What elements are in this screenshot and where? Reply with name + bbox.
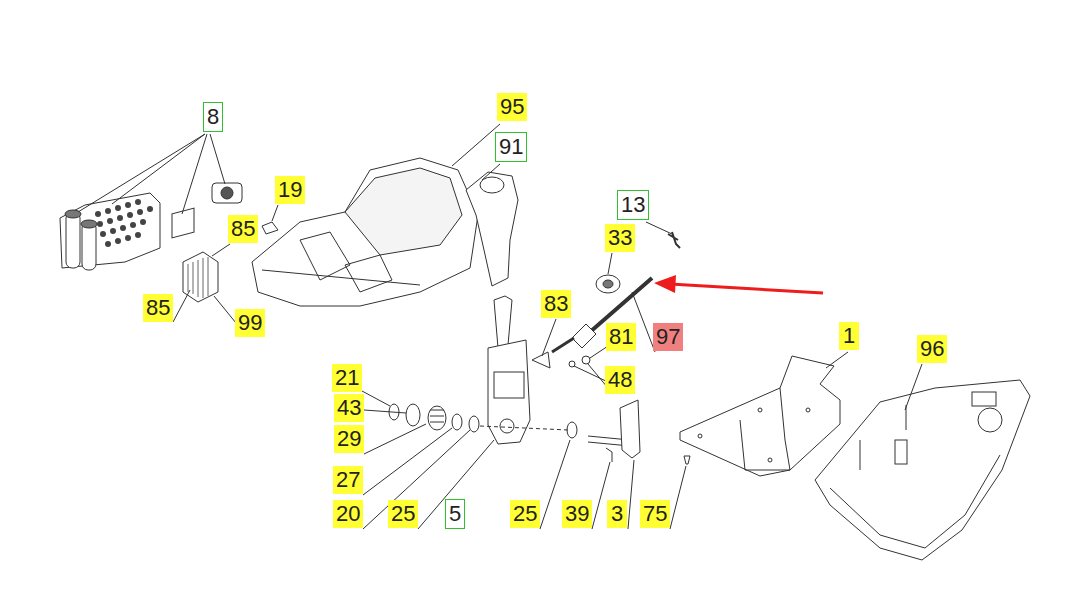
leader-lines xyxy=(78,124,922,529)
callout-number: 33 xyxy=(608,225,632,250)
callout-number: 99 xyxy=(238,310,262,335)
callout-box: 13 xyxy=(617,190,649,220)
callout-number: 96 xyxy=(920,336,944,361)
base-housing xyxy=(815,380,1030,560)
callout-number: 13 xyxy=(621,192,645,217)
callout-box: 5 xyxy=(445,499,465,529)
washer-stack xyxy=(389,404,577,438)
callout-box: 43 xyxy=(334,394,364,422)
callout-box: 21 xyxy=(332,364,362,392)
callout-number: 20 xyxy=(336,501,360,526)
callout-box: 25 xyxy=(388,500,418,528)
pointer-arrow xyxy=(654,275,823,293)
lever-assembly xyxy=(488,296,530,444)
joystick-grip xyxy=(466,172,518,286)
callout-box: 33 xyxy=(605,224,635,252)
callout-box: 20 xyxy=(333,500,363,528)
callout-number: 25 xyxy=(513,501,537,526)
callout-box: 19 xyxy=(275,176,305,204)
callout-number: 1 xyxy=(843,323,855,348)
callout-box: 1 xyxy=(839,322,859,350)
callout-number: 19 xyxy=(278,177,302,202)
callout-box: 29 xyxy=(334,425,364,453)
callout-box: 8 xyxy=(203,102,223,132)
mount-bracket xyxy=(680,356,840,476)
callout-box: 91 xyxy=(495,132,527,162)
screw xyxy=(684,456,690,464)
clip-part xyxy=(262,222,278,234)
seat-shell xyxy=(252,158,478,306)
pin xyxy=(532,352,550,368)
callout-number: 43 xyxy=(337,395,361,420)
callout-box: 83 xyxy=(541,290,571,318)
callout-number: 81 xyxy=(609,324,633,349)
plate-part xyxy=(620,400,640,458)
grommet-hole xyxy=(603,280,613,288)
callout-box: 39 xyxy=(562,500,592,528)
callout-number: 85 xyxy=(231,216,255,241)
callout-number: 3 xyxy=(611,501,623,526)
callout-box: 85 xyxy=(143,294,173,322)
screw xyxy=(606,448,612,462)
callout-number: 39 xyxy=(565,501,589,526)
callout-box: 27 xyxy=(333,466,363,494)
callout-box: 97 xyxy=(653,323,683,351)
callout-box: 3 xyxy=(607,500,627,528)
callout-number: 29 xyxy=(337,426,361,451)
callout-box: 96 xyxy=(917,335,947,363)
connector-block xyxy=(183,252,218,302)
callout-box: 81 xyxy=(606,323,636,351)
callout-box: 99 xyxy=(235,309,265,337)
callout-number: 95 xyxy=(500,94,524,119)
axis-line xyxy=(480,426,568,430)
callout-box: 25 xyxy=(510,500,540,528)
callout-box: 75 xyxy=(640,500,670,528)
callout-number: 75 xyxy=(643,501,667,526)
callout-number: 85 xyxy=(146,295,170,320)
grommet xyxy=(596,275,620,293)
callout-box: 48 xyxy=(605,366,635,394)
callout-number: 97 xyxy=(656,324,680,349)
callout-number: 8 xyxy=(207,104,219,129)
callout-number: 21 xyxy=(335,365,359,390)
callout-number: 27 xyxy=(336,467,360,492)
callout-number: 83 xyxy=(544,291,568,316)
callout-number: 91 xyxy=(499,134,523,159)
callout-number: 5 xyxy=(449,501,461,526)
bolt xyxy=(668,232,680,248)
callout-box: 85 xyxy=(228,215,258,243)
callout-number: 25 xyxy=(391,501,415,526)
grip-button xyxy=(480,177,504,193)
callout-box: 95 xyxy=(497,93,527,121)
keypad-part xyxy=(60,183,242,270)
nut xyxy=(582,356,590,364)
callout-number: 48 xyxy=(608,367,632,392)
